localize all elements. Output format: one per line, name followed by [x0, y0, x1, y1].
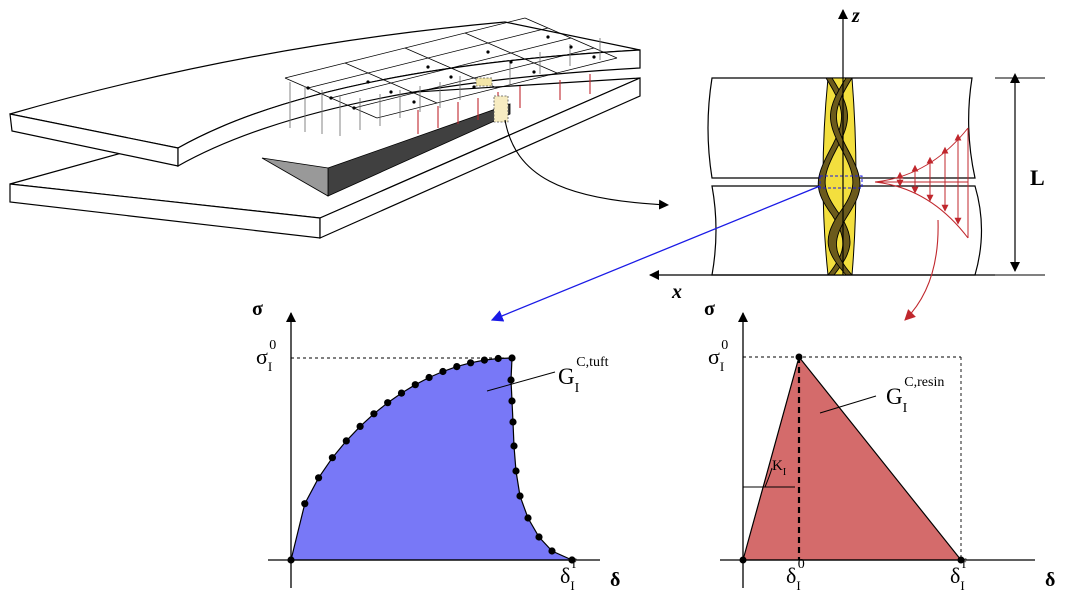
stiffness-angle-arc [764, 467, 773, 488]
tuft-law-point [384, 399, 392, 407]
upper-laminate-arm [9, 21, 641, 168]
tuft-law-point [509, 418, 517, 426]
x-axis-label: x [671, 281, 682, 303]
tuft-nodes [306, 35, 596, 110]
tuft-cohesive-law: σ δ σI0 δIf GIC,tuft [252, 298, 620, 593]
z-axis-label: z [851, 5, 860, 27]
blue-connector-arrow [490, 185, 821, 322]
energy-label-right: GIC,resin [886, 375, 944, 416]
tuft-law-point [524, 514, 532, 522]
tuft-law-points [287, 354, 576, 564]
length-label: L [1030, 165, 1045, 190]
energy-leader-line-right [819, 395, 877, 414]
tuft-law-point [548, 547, 556, 555]
failure-point [957, 556, 965, 564]
tuft-law-point [356, 422, 364, 430]
origin-point [739, 556, 747, 564]
tuft-law-point [397, 389, 406, 397]
tuft-law-point [480, 356, 488, 364]
highlight-region-small [475, 77, 493, 87]
energy-label: GIC,tuft [558, 355, 609, 396]
delta-axis-label-right: δ [1045, 569, 1055, 591]
tuft-law-point [342, 437, 350, 445]
traction-distribution [874, 127, 969, 239]
delta-axis-label: δ [610, 569, 620, 591]
crack-wedge-light [261, 157, 329, 197]
tuft-detail-view: z x L [490, 5, 1045, 322]
delta-f-label-right: δIf [950, 557, 967, 593]
tuft-law-point [425, 373, 433, 382]
tuft-law-point [508, 397, 516, 405]
tuft-law-point [467, 359, 475, 367]
highlight-tuft-box [493, 95, 509, 123]
red-connector-arrow [904, 219, 939, 321]
resin-cohesive-law: σ δ σI0 δI0 δIf KI GIC,resin [704, 298, 1055, 593]
delta0-label: δI0 [786, 557, 805, 593]
stiffness-label: KI [772, 458, 786, 478]
tuft-law-point [494, 354, 502, 363]
sigma-axis-label: σ [252, 298, 263, 320]
tuft-law-point [453, 363, 461, 371]
laminate-3d-view [9, 17, 669, 239]
tuft-law-point [370, 410, 378, 418]
delta-f-label: δIf [560, 557, 577, 593]
tuft-law-point [508, 354, 516, 362]
tuft-law-point [439, 367, 447, 376]
tuft-law-point [535, 533, 543, 541]
lower-laminate-arm [9, 77, 641, 239]
tuft-law-point [516, 492, 524, 500]
sigma0-label-right: σI0 [708, 338, 728, 374]
callout-arrow [504, 119, 669, 210]
tuft-law-point [328, 454, 336, 462]
sigma0-label: σI0 [256, 338, 276, 374]
tuft-law-point [301, 500, 309, 508]
focus-box [819, 175, 863, 189]
tuft-law-area [290, 357, 573, 561]
tuft-law-point [411, 381, 419, 389]
tuft-law-point [507, 376, 515, 384]
tuft-law-point [510, 442, 518, 450]
tuft-grid [284, 17, 618, 119]
tuft-law-point [315, 474, 323, 482]
tuft-law-point [512, 467, 520, 475]
peak-point [795, 353, 803, 361]
sigma-axis-label-right: σ [704, 298, 715, 320]
energy-leader-line [486, 371, 556, 392]
